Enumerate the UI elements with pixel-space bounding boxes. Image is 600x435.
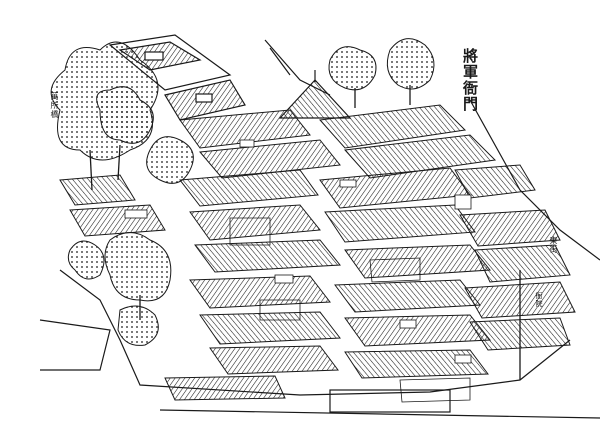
roof-rows [59, 104, 576, 401]
label-left-edge: 萬所橋 [50, 92, 59, 119]
central-pavilion [278, 70, 352, 119]
tree-cluster-top [328, 38, 435, 91]
label-lower-right: 衙院 [535, 292, 543, 308]
name-plaques [124, 139, 472, 364]
label-right-edge: 東街 [549, 236, 558, 254]
compound-top-left [108, 34, 246, 121]
map-title: 將軍衙門 [461, 48, 479, 112]
tree-cluster-left [50, 41, 194, 346]
courtyard-lines [229, 217, 471, 403]
